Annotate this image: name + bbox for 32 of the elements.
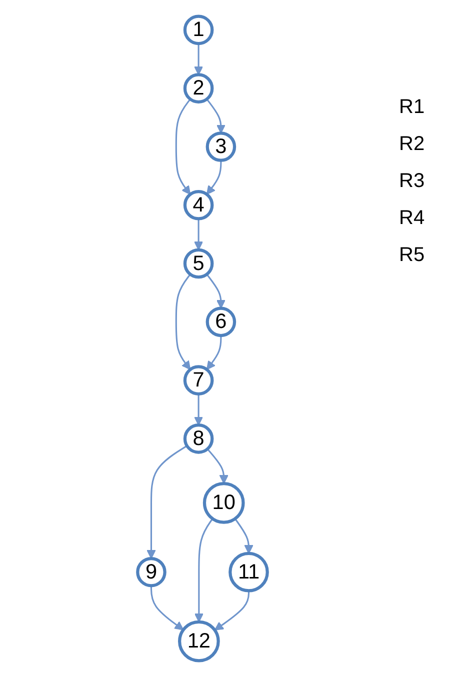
arrow	[194, 218, 204, 250]
node-circle: 4	[183, 190, 214, 220]
arrow	[146, 445, 188, 559]
node-circle: 6	[206, 306, 236, 338]
region-label: R5	[399, 244, 426, 267]
arrow	[194, 44, 204, 76]
node-circle: 5	[183, 248, 214, 279]
region-label: R4	[399, 207, 426, 230]
node-circle: 7	[183, 365, 214, 396]
node-circle: 2	[183, 73, 214, 104]
node-circle: 11	[228, 552, 269, 592]
arrow	[175, 274, 191, 370]
region-label: R2	[399, 133, 426, 156]
arrow	[175, 98, 191, 195]
arrow	[194, 518, 214, 622]
arrow	[194, 394, 204, 426]
arrow	[206, 98, 226, 134]
node-circle: 8	[183, 424, 214, 454]
node-circle: 12	[178, 620, 220, 662]
region-label: R3	[399, 170, 426, 193]
arrow	[206, 160, 222, 195]
region-label: R1	[399, 96, 426, 119]
node-circle: 10	[202, 482, 245, 524]
node-circle: 1	[183, 14, 214, 46]
arrow	[206, 448, 228, 484]
arrow	[206, 274, 226, 309]
arrow	[214, 590, 250, 631]
node-circle: 3	[206, 132, 236, 162]
arrow	[234, 518, 254, 554]
arrow	[150, 586, 184, 630]
node-circle: 9	[136, 556, 166, 588]
arrow	[206, 336, 222, 370]
